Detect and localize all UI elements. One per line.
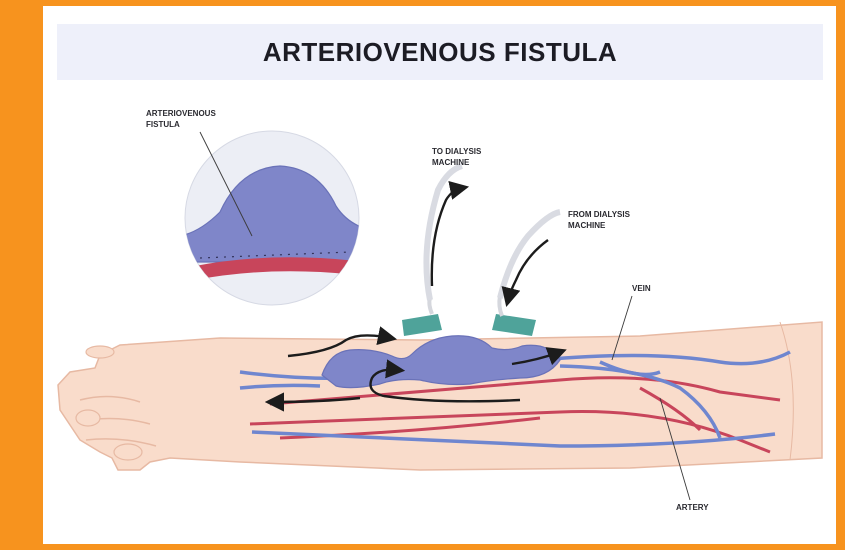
- needle-from-machine: [492, 296, 536, 336]
- label-to-dialysis-line1: TO DIALYSIS: [432, 147, 482, 156]
- label-from-dialysis-line1: FROM DIALYSIS: [568, 210, 631, 219]
- label-to-dialysis-line2: MACHINE: [432, 158, 470, 167]
- label-artery: ARTERY: [676, 503, 709, 512]
- label-fistula-line1: ARTERIOVENOUS: [146, 109, 216, 118]
- label-fistula-line2: FISTULA: [146, 120, 180, 129]
- label-from-dialysis-line2: MACHINE: [568, 221, 606, 230]
- label-vein: VEIN: [632, 284, 651, 293]
- inset-magnified-view: [176, 131, 380, 305]
- needle-to-machine: [402, 298, 442, 336]
- arrow-from-machine-down: [508, 240, 548, 300]
